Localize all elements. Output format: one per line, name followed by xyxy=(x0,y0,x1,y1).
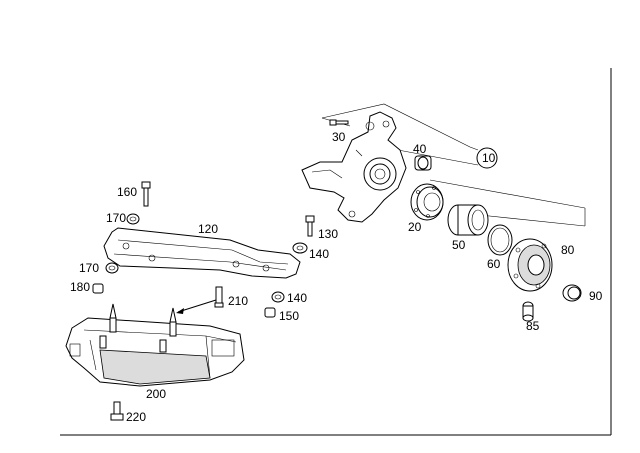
label-20: 20 xyxy=(408,220,422,234)
washer-170-upper[interactable] xyxy=(126,213,140,225)
bolt-220[interactable] xyxy=(110,401,124,421)
label-10: 10 xyxy=(482,151,496,165)
label-40: 40 xyxy=(413,142,427,156)
label-80: 80 xyxy=(561,243,575,257)
wheel-bearing-flange[interactable] xyxy=(410,183,444,221)
assembly-10-bracket xyxy=(321,103,586,227)
bolt-160[interactable] xyxy=(141,181,151,207)
steering-knuckle[interactable] xyxy=(301,111,407,223)
label-140-upper: 140 xyxy=(309,247,329,261)
label-220: 220 xyxy=(126,410,146,424)
label-90: 90 xyxy=(589,289,603,303)
label-180: 180 xyxy=(70,280,90,294)
label-210: 210 xyxy=(228,294,248,308)
sensor-210[interactable] xyxy=(176,286,224,314)
label-170-upper: 170 xyxy=(106,211,126,225)
hub-cap-90[interactable] xyxy=(562,284,582,302)
washer-140-lower[interactable] xyxy=(271,291,285,303)
circlip-60[interactable] xyxy=(487,224,513,256)
label-150: 150 xyxy=(279,309,299,323)
nut-150[interactable] xyxy=(264,307,276,318)
label-120: 120 xyxy=(198,222,218,236)
bearing-50[interactable] xyxy=(447,204,489,236)
part-10-callout-circle[interactable] xyxy=(476,147,498,169)
label-60: 60 xyxy=(487,257,501,271)
label-130: 130 xyxy=(318,227,338,241)
label-160: 160 xyxy=(117,185,137,199)
bolt-85[interactable] xyxy=(522,301,534,322)
crossmember-120[interactable] xyxy=(103,227,301,279)
assembly-housing-200[interactable] xyxy=(65,303,245,387)
label-170-lower: 170 xyxy=(79,261,99,275)
label-200: 200 xyxy=(146,387,166,401)
label-140-lower: 140 xyxy=(287,291,307,305)
nut-180[interactable] xyxy=(92,283,104,294)
bolt-30[interactable] xyxy=(329,119,349,126)
wheel-hub-80[interactable] xyxy=(507,238,553,292)
sensor-arrow-head xyxy=(176,308,184,314)
washer-140-upper[interactable] xyxy=(292,242,308,254)
label-30: 30 xyxy=(332,130,346,144)
label-85: 85 xyxy=(526,319,540,333)
washer-170-lower[interactable] xyxy=(105,262,119,274)
label-50: 50 xyxy=(452,238,466,252)
bolt-130[interactable] xyxy=(305,215,315,237)
bushing-40[interactable] xyxy=(414,155,432,171)
